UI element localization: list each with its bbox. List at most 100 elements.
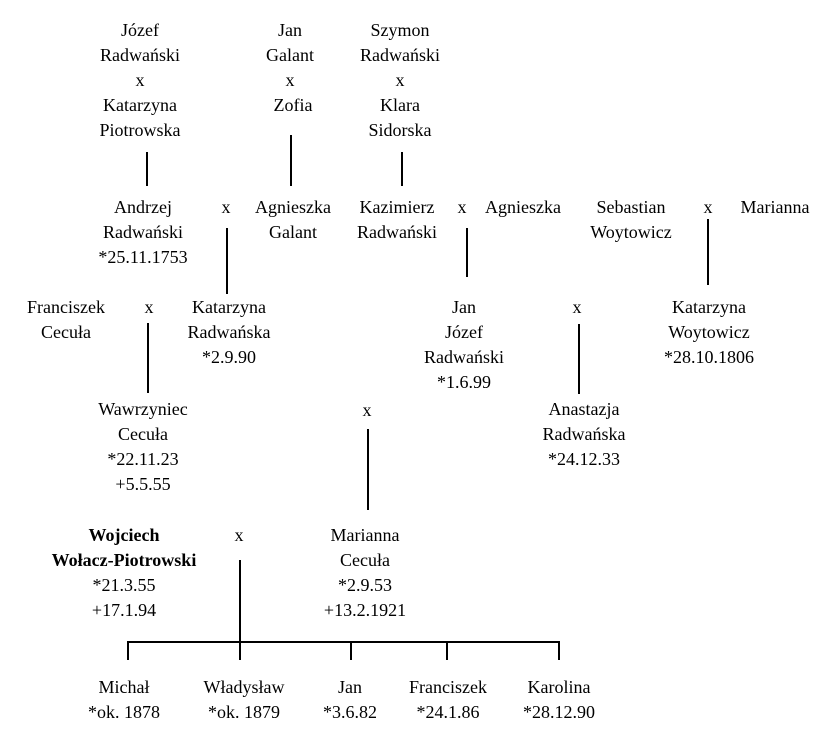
person-name: Jan — [452, 297, 476, 317]
person-name: Agnieszka — [255, 197, 331, 217]
person-jan-jozef-radwanski: Jan Józef Radwański *1.6.99 — [424, 295, 504, 395]
person-birth-date: *1.6.99 — [437, 372, 491, 392]
person-surname: Cecuła — [41, 322, 91, 342]
person-kazimierz-radwanski: Kazimierz Radwański — [357, 195, 437, 245]
person-surname: Radwański — [424, 347, 504, 367]
person-middle-name: Józef — [445, 322, 483, 342]
marriage-marker: x — [285, 70, 295, 90]
descent-line — [147, 323, 149, 393]
person-surname: Woytowicz — [590, 222, 672, 242]
person-birth-date: *22.11.23 — [107, 449, 179, 469]
child-line — [446, 641, 448, 660]
person-surname: Wołacz-Piotrowski — [51, 550, 197, 570]
person-name: Józef — [121, 20, 159, 40]
descent-line — [146, 152, 148, 186]
person-name: Zofia — [273, 95, 313, 115]
marriage-marker: x — [135, 70, 145, 90]
person-surname: Galant — [269, 222, 317, 242]
person-surname: Radwański — [100, 45, 180, 65]
person-birth-date: *3.6.82 — [323, 702, 377, 722]
person-katarzyna-woytowicz: Katarzyna Woytowicz *28.10.1806 — [664, 295, 754, 370]
person-birth-date: *25.11.1753 — [98, 247, 188, 267]
person-surname: Cecuła — [118, 424, 168, 444]
marriage-marker: x — [572, 297, 582, 317]
person-name: Wawrzyniec — [98, 399, 188, 419]
person-name: Katarzyna — [192, 297, 266, 317]
child-line — [350, 641, 352, 660]
person-agnieszka-galant: Agnieszka Galant — [255, 195, 331, 245]
person-name: Sebastian — [596, 197, 666, 217]
marriage-marker: x — [395, 70, 405, 90]
person-surname: Piotrowska — [99, 120, 181, 140]
person-andrzej-radwanski: Andrzej Radwański *25.11.1753 — [98, 195, 187, 270]
person-birth-date: *24.1.86 — [416, 702, 480, 722]
person-surname: Radwańska — [187, 322, 271, 342]
person-wojciech-wolacz-piotrowski: Wojciech Wołacz-Piotrowski — [52, 523, 197, 573]
person-death-date: +13.2.1921 — [323, 600, 407, 620]
sibling-line — [127, 641, 560, 643]
person-name: Jan — [338, 677, 362, 697]
descent-line — [367, 429, 369, 510]
person-name: Katarzyna — [672, 297, 746, 317]
marriage-marker: x — [362, 400, 372, 420]
person-name: Kazimierz — [359, 197, 435, 217]
person-surname: Woytowicz — [668, 322, 750, 342]
person-wladyslaw: Władysław *ok. 1879 — [204, 675, 285, 725]
person-surname: Galant — [266, 45, 314, 65]
person-name: Katarzyna — [103, 95, 177, 115]
person-michal: Michał *ok. 1878 — [88, 675, 160, 725]
person-birth-date: *28.10.1806 — [664, 347, 754, 367]
person-surname: Radwański — [103, 222, 183, 242]
person-surname: Radwański — [357, 222, 437, 242]
person-birth-date: *21.3.55 — [92, 575, 156, 595]
person-name: Franciszek — [27, 297, 105, 317]
person-surname: Cecuła — [340, 550, 390, 570]
person-marianna-cecula: Marianna Cecuła *2.9.53 +13.2.1921 — [324, 523, 406, 623]
person-name: Marianna — [740, 197, 810, 217]
person-surname: Radwański — [360, 45, 440, 65]
person-birth-date: *2.9.90 — [201, 347, 256, 367]
person-death-date: +17.1.94 — [91, 600, 157, 620]
marriage-marker: x — [457, 197, 467, 217]
person-katarzyna-piotrowska: Katarzyna Piotrowska — [100, 93, 181, 143]
person-birth-date: *24.12.33 — [547, 449, 620, 469]
person-klara-sidorska: Klara Sidorska — [369, 93, 432, 143]
child-line — [558, 641, 560, 660]
person-katarzyna-radwanska: Katarzyna Radwańska *2.9.90 — [188, 295, 271, 370]
person-wawrzyniec-cecula: Wawrzyniec Cecuła *22.11.23 +5.5.55 — [98, 397, 188, 497]
marriage-marker: x — [221, 197, 231, 217]
descent-line — [401, 152, 403, 186]
person-zofia: Zofia — [274, 93, 313, 118]
person-name: Władysław — [203, 677, 285, 697]
descent-line — [239, 560, 241, 642]
person-name: Szymon — [370, 20, 430, 40]
person-name: Klara — [380, 95, 420, 115]
person-birth-date: *ok. 1878 — [88, 702, 160, 722]
descent-line — [290, 135, 292, 186]
person-birth-date: *28.12.90 — [523, 702, 595, 722]
person-franciszek-cecula: Franciszek Cecuła — [27, 295, 105, 345]
descent-line — [707, 219, 709, 285]
marriage-marker: x — [234, 525, 244, 545]
person-marianna: Marianna — [741, 195, 810, 220]
person-name: Jan — [277, 20, 302, 40]
person-death-date: +5.5.55 — [115, 474, 171, 494]
child-line — [239, 641, 241, 660]
person-franciszek: Franciszek *24.1.86 — [409, 675, 487, 725]
person-name: Marianna — [330, 525, 400, 545]
marriage-marker: x — [144, 297, 154, 317]
person-name: Andrzej — [114, 197, 172, 217]
descent-line — [226, 228, 228, 294]
person-anastazja-radwanska: Anastazja Radwańska *24.12.33 — [543, 397, 626, 472]
person-name: Agnieszka — [485, 197, 561, 217]
child-line — [127, 641, 129, 660]
person-birth-date: *2.9.53 — [338, 575, 392, 595]
person-szymon-radwanski: Szymon Radwański — [360, 18, 440, 68]
descent-line — [466, 228, 468, 277]
marriage-marker: x — [703, 197, 713, 217]
person-agnieszka: Agnieszka — [485, 195, 561, 220]
person-name: Anastazja — [548, 399, 620, 419]
person-name: Karolina — [527, 677, 591, 697]
person-birth-date: *ok. 1879 — [207, 702, 280, 722]
